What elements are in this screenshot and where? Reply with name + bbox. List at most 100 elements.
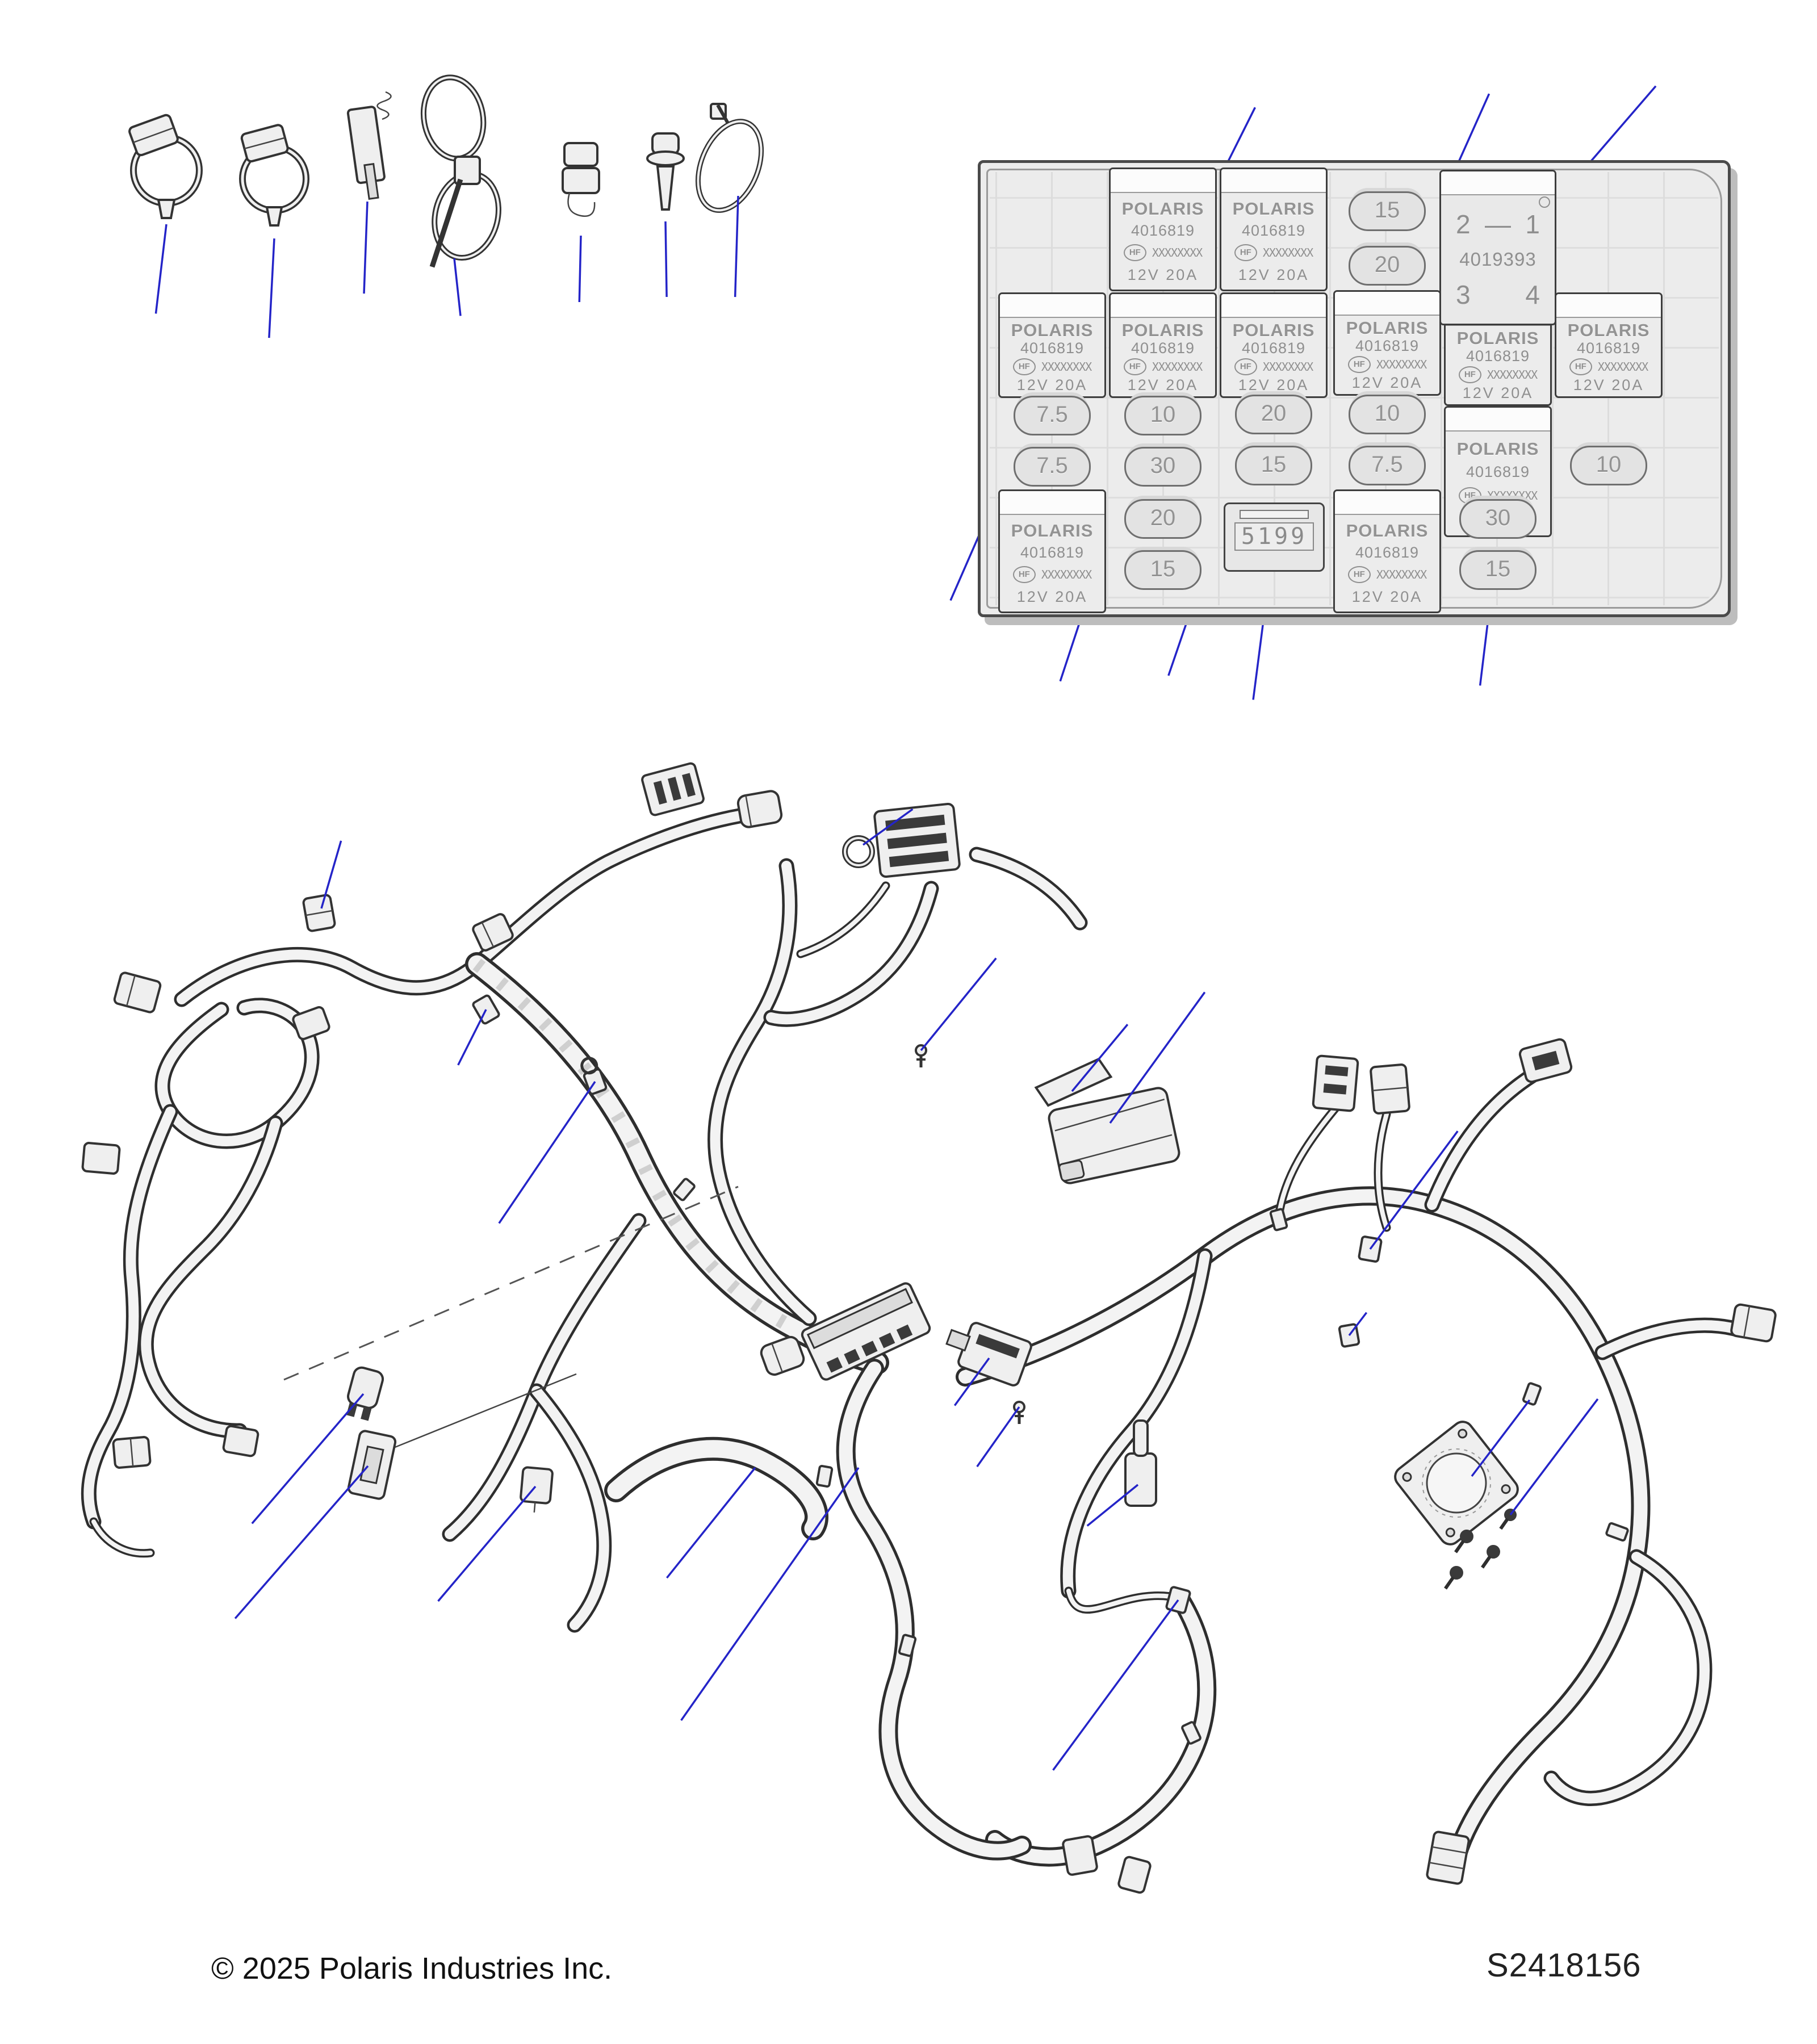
callout-leader-line xyxy=(457,1009,487,1066)
relay-brand: POLARIS xyxy=(1011,521,1094,541)
relay-rating: 12V 20A xyxy=(1127,266,1199,283)
relay-part-number: 4016819 xyxy=(1241,221,1306,239)
fuse-amp-rating: 10 xyxy=(1150,402,1176,427)
fuse-amp-rating: 20 xyxy=(1261,401,1287,426)
callout-leader-line xyxy=(154,224,168,314)
relay-cap xyxy=(1221,169,1326,193)
relay-serial: XXXXXXXX xyxy=(1597,360,1648,374)
relay: POLARIS 4016819 HF XXXXXXXX 12V 20A xyxy=(1109,167,1217,291)
relay: POLARIS 4016819 HF XXXXXXXX 12V 20A xyxy=(1109,292,1217,398)
relay: POLARIS 4016819 HF XXXXXXXX 12V 20A xyxy=(1333,290,1441,396)
relay-label: POLARIS 4016819 HF XXXXXXXX 12V 20A xyxy=(1221,193,1326,290)
relay-brand: POLARIS xyxy=(1121,320,1204,340)
screw-rivet-icon xyxy=(646,132,685,211)
relay-rating: 12V 20A xyxy=(1016,588,1088,605)
harness-clip-icon xyxy=(562,142,600,217)
callout-leader-line xyxy=(862,808,914,846)
terminal-3: 3 xyxy=(1456,280,1471,309)
callout-leader-line xyxy=(578,235,582,303)
relay-brand: POLARIS xyxy=(1011,320,1094,340)
fuse: 20 xyxy=(1124,499,1201,539)
callout-leader-line xyxy=(453,258,462,316)
relay-serial: XXXXXXXX xyxy=(1262,246,1313,260)
copyright-text: © 2025 Polaris Industries Inc. xyxy=(211,1951,613,1986)
fuse: 10 xyxy=(1349,395,1426,434)
fuse: 15 xyxy=(1124,550,1201,590)
manufacturer-logo-icon: HF xyxy=(1458,366,1481,383)
fuse-amp-rating: 30 xyxy=(1150,453,1176,478)
callout-leader-line xyxy=(953,1357,990,1406)
fuse: 15 xyxy=(1459,550,1537,590)
fuse: 20 xyxy=(1349,246,1426,286)
fuse: 30 xyxy=(1459,499,1537,539)
fuse-amp-rating: 10 xyxy=(1596,452,1622,477)
relay-rating: 12V 20A xyxy=(1016,376,1088,393)
relay-label: POLARIS 4016819 HF XXXXXXXX 12V 20A xyxy=(1446,326,1550,404)
callout-leader-line xyxy=(234,1465,369,1619)
relay-rating: 12V 20A xyxy=(1127,376,1199,393)
fastener-items xyxy=(128,74,764,268)
callout-leader-line xyxy=(734,195,739,298)
manufacturer-logo-icon: HF xyxy=(1123,358,1146,375)
manufacturer-logo-icon: HF xyxy=(1569,358,1592,375)
relay-brand: POLARIS xyxy=(1232,199,1315,219)
relay: POLARIS 4016819 HF XXXXXXXX 12V 20A xyxy=(1220,167,1328,291)
callout-leader-line xyxy=(1086,1484,1139,1527)
relay-part-number: 4016819 xyxy=(1466,347,1530,365)
relay-serial: XXXXXXXX xyxy=(1152,360,1203,374)
double-loop-tie-icon xyxy=(420,74,501,268)
relay-label: POLARIS 4016819 HF XXXXXXXX 12V 20A xyxy=(1556,318,1661,396)
fuse: 10 xyxy=(1570,446,1647,485)
relay: POLARIS 4016819 HF XXXXXXXX 12V 20A xyxy=(1555,292,1663,398)
relay-rating: 12V 20A xyxy=(1238,376,1309,393)
relay: POLARIS 4016819 HF XXXXXXXX 12V 20A xyxy=(1333,489,1441,613)
fuse-amp-rating: 20 xyxy=(1374,252,1400,277)
manufacturer-logo-icon: HF xyxy=(1347,566,1371,584)
fuse-amp-rating: 20 xyxy=(1150,505,1176,530)
relay-rating: 12V 20A xyxy=(1351,588,1423,605)
relay-rating: 12V 20A xyxy=(1573,376,1644,393)
relay-part-number: 4016819 xyxy=(1020,543,1085,561)
callout-leader-line xyxy=(666,1467,756,1579)
fuse-amp-rating: 30 xyxy=(1485,505,1511,530)
fuse-amp-rating: 10 xyxy=(1374,401,1400,426)
relay-brand: POLARIS xyxy=(1456,439,1539,459)
manufacturer-logo-icon: HF xyxy=(1347,356,1371,373)
relay: POLARIS 4016819 HF XXXXXXXX 12V 20A xyxy=(998,489,1106,613)
relay-cap xyxy=(1446,408,1550,432)
fuse: 7.5 xyxy=(1349,446,1426,485)
relay-cap xyxy=(1221,294,1326,318)
relay-cap xyxy=(1335,292,1439,316)
connector-label: 5199 xyxy=(1234,522,1314,551)
relay-serial: XXXXXXXX xyxy=(1487,368,1538,382)
relay-part-number: 4016819 xyxy=(1131,221,1195,239)
fuse: 15 xyxy=(1235,446,1312,485)
rubber-boot xyxy=(1124,1419,1157,1507)
relay-rating: 12V 20A xyxy=(1238,266,1309,283)
relay-part-number: 4016819 xyxy=(1355,337,1420,354)
relay-part-number: 4019393 xyxy=(1459,249,1537,270)
relay-part-number: 4016819 xyxy=(1576,340,1641,357)
relay-part-number: 4016819 xyxy=(1131,340,1195,357)
relay-serial: XXXXXXXX xyxy=(1376,568,1427,582)
callout-leader-line xyxy=(363,201,369,294)
callout-leader-line xyxy=(320,840,342,909)
relay-pin-mark xyxy=(1539,196,1550,208)
relay-cap xyxy=(1111,294,1215,318)
manufacturer-logo-icon: HF xyxy=(1012,566,1036,584)
callout-leader-line xyxy=(1109,991,1206,1124)
relay-brand: POLARIS xyxy=(1346,318,1429,338)
clip-16 xyxy=(302,894,336,932)
label-pad xyxy=(1034,1057,1113,1107)
fuse: 7.5 xyxy=(1014,396,1091,435)
fuse-22 xyxy=(346,1366,384,1421)
relay-label: POLARIS 4016819 HF XXXXXXXX 12V 20A xyxy=(1000,515,1104,611)
relay-brand: POLARIS xyxy=(1346,521,1429,541)
callout-leader-line xyxy=(1071,1024,1129,1092)
relay-cap xyxy=(1000,491,1104,515)
relay-brand: POLARIS xyxy=(1232,320,1315,340)
drawing-part-number: S2418156 xyxy=(1487,1947,1642,1984)
callout-leader-line xyxy=(1369,1130,1459,1250)
